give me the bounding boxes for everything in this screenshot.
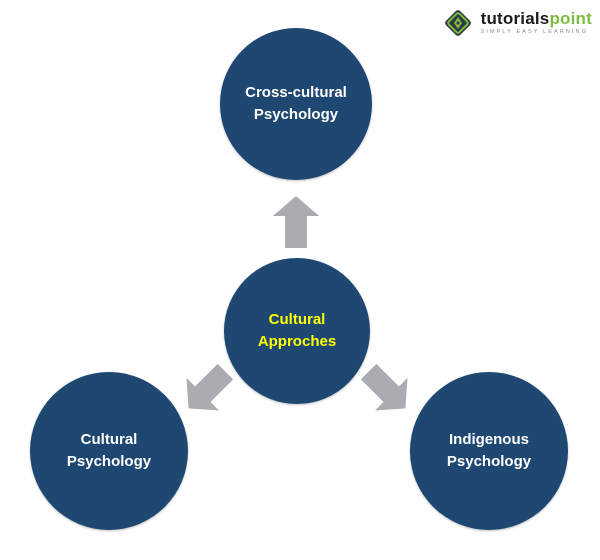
node-cross-cultural-psychology: Cross-cultural Psychology <box>220 28 372 180</box>
arrow-up-icon <box>266 192 326 252</box>
logo-text: tutorialspoint SIMPLY EASY LEARNING <box>481 10 592 36</box>
tutorialspoint-logo: tutorialspoint SIMPLY EASY LEARNING <box>441 6 592 40</box>
node-cultural-psychology: Cultural Psychology <box>30 372 188 530</box>
logo-brand-primary: tutorials <box>480 9 550 29</box>
node-label: Cultural Approches <box>257 311 337 350</box>
arrow-down-left-icon <box>165 348 250 433</box>
node-indigenous-psychology: Indigenous Psychology <box>410 372 568 530</box>
node-label: Indigenous Psychology <box>446 431 532 470</box>
node-label: Cultural Psychology <box>66 431 152 470</box>
logo-tagline: SIMPLY EASY LEARNING <box>480 29 588 36</box>
node-label: Cross-cultural Psychology <box>245 84 347 123</box>
tutorialspoint-logo-icon <box>441 6 475 40</box>
logo-brand: tutorialspoint <box>481 10 592 28</box>
arrow-down-right-icon <box>345 348 430 433</box>
logo-brand-secondary: point <box>549 9 592 29</box>
node-cultural-approches: Cultural Approches <box>224 258 370 404</box>
